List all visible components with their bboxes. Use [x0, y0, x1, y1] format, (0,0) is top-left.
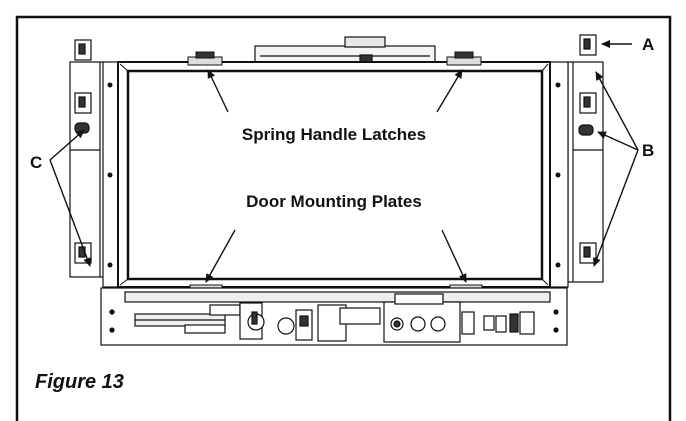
- figure-caption: Figure 13: [35, 371, 124, 393]
- arrow-c-top: [49, 129, 85, 161]
- arrow-b-bottom: [593, 149, 639, 267]
- lower-chassis: [100, 287, 568, 346]
- spring-handle-latch-left: [187, 51, 223, 66]
- arrow-b-top: [595, 71, 639, 151]
- right-mounting-bracket: [549, 34, 604, 288]
- spring-handle-latch-right: [446, 51, 482, 66]
- label-spring-handle-latches: Spring Handle Latches: [242, 125, 426, 144]
- arrow-latch-right: [436, 69, 463, 113]
- arrow-plate-left: [205, 229, 236, 283]
- left-mounting-bracket: [69, 39, 122, 288]
- arrow-b-mid: [597, 131, 639, 151]
- callout-arrows: [49, 40, 639, 283]
- label-c: C: [30, 153, 42, 172]
- label-a: A: [642, 35, 654, 54]
- arrow-latch-left: [207, 69, 229, 113]
- arrow-c-bottom: [49, 159, 91, 267]
- door-panel: [107, 61, 561, 288]
- label-b: B: [642, 141, 654, 160]
- label-door-mounting-plates: Door Mounting Plates: [246, 192, 422, 211]
- arrow-plate-right: [441, 229, 467, 283]
- page-frame: [15, 15, 672, 421]
